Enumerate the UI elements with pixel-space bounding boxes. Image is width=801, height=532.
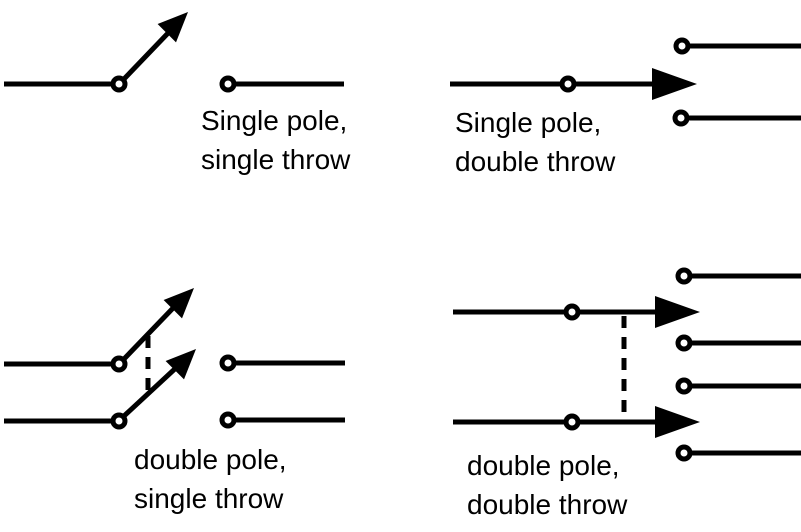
dpst-symbol xyxy=(4,288,345,430)
dpdt-throw4-terminal-circle xyxy=(675,444,693,462)
spdt-throw2-terminal-circle xyxy=(672,109,690,127)
dpdt-label-line1: double pole, xyxy=(467,450,620,481)
spst-switch-arm xyxy=(122,28,173,81)
spdt-label-line1: Single pole, xyxy=(455,107,602,138)
spst-arm-arrowhead-icon xyxy=(157,12,188,43)
dpst-switch-arm2 xyxy=(122,364,180,418)
spdt-symbol xyxy=(450,37,801,127)
spst-pole-terminal-circle xyxy=(110,75,128,93)
dpdt-throw1-terminal-circle xyxy=(675,267,693,285)
dpst-pole2-terminal-circle xyxy=(110,412,128,430)
spdt-label: Single pole, double throw xyxy=(455,103,615,181)
dpst-label-line1: double pole, xyxy=(134,444,287,475)
dpdt-pole2-arrowhead-icon xyxy=(655,406,700,438)
dpdt-label: double pole, double throw xyxy=(467,446,627,524)
dpdt-pole2-terminal-circle xyxy=(563,413,581,431)
dpst-throw2-terminal-circle xyxy=(219,411,237,429)
dpdt-label-line2: double throw xyxy=(467,489,628,520)
dpdt-throw2-terminal-circle xyxy=(675,334,693,352)
dpst-label-line2: single throw xyxy=(134,483,284,514)
spst-symbol xyxy=(4,12,344,93)
dpst-throw1-terminal-circle xyxy=(219,354,237,372)
dpst-pole1-terminal-circle xyxy=(110,355,128,373)
dpst-switch-arm1 xyxy=(122,303,178,361)
dpst-arm1-arrowhead-icon xyxy=(163,288,194,319)
spst-label-line1: Single pole, xyxy=(201,105,348,136)
dpdt-throw3-terminal-circle xyxy=(675,377,693,395)
spdt-pole-terminal-circle xyxy=(559,75,577,93)
spdt-throw1-terminal-circle xyxy=(673,37,691,55)
spst-label-line2: single throw xyxy=(201,144,351,175)
spst-label: Single pole, single throw xyxy=(201,101,350,179)
dpdt-pole1-terminal-circle xyxy=(563,303,581,321)
dpdt-pole1-arrowhead-icon xyxy=(655,296,700,328)
spdt-pole-arrowhead-icon xyxy=(652,68,697,100)
dpst-arm2-arrowhead-icon xyxy=(165,349,196,380)
dpdt-symbol xyxy=(453,267,801,462)
spdt-label-line2: double throw xyxy=(455,146,616,177)
dpst-label: double pole, single throw xyxy=(134,440,287,518)
spst-throw-terminal-circle xyxy=(219,75,237,93)
